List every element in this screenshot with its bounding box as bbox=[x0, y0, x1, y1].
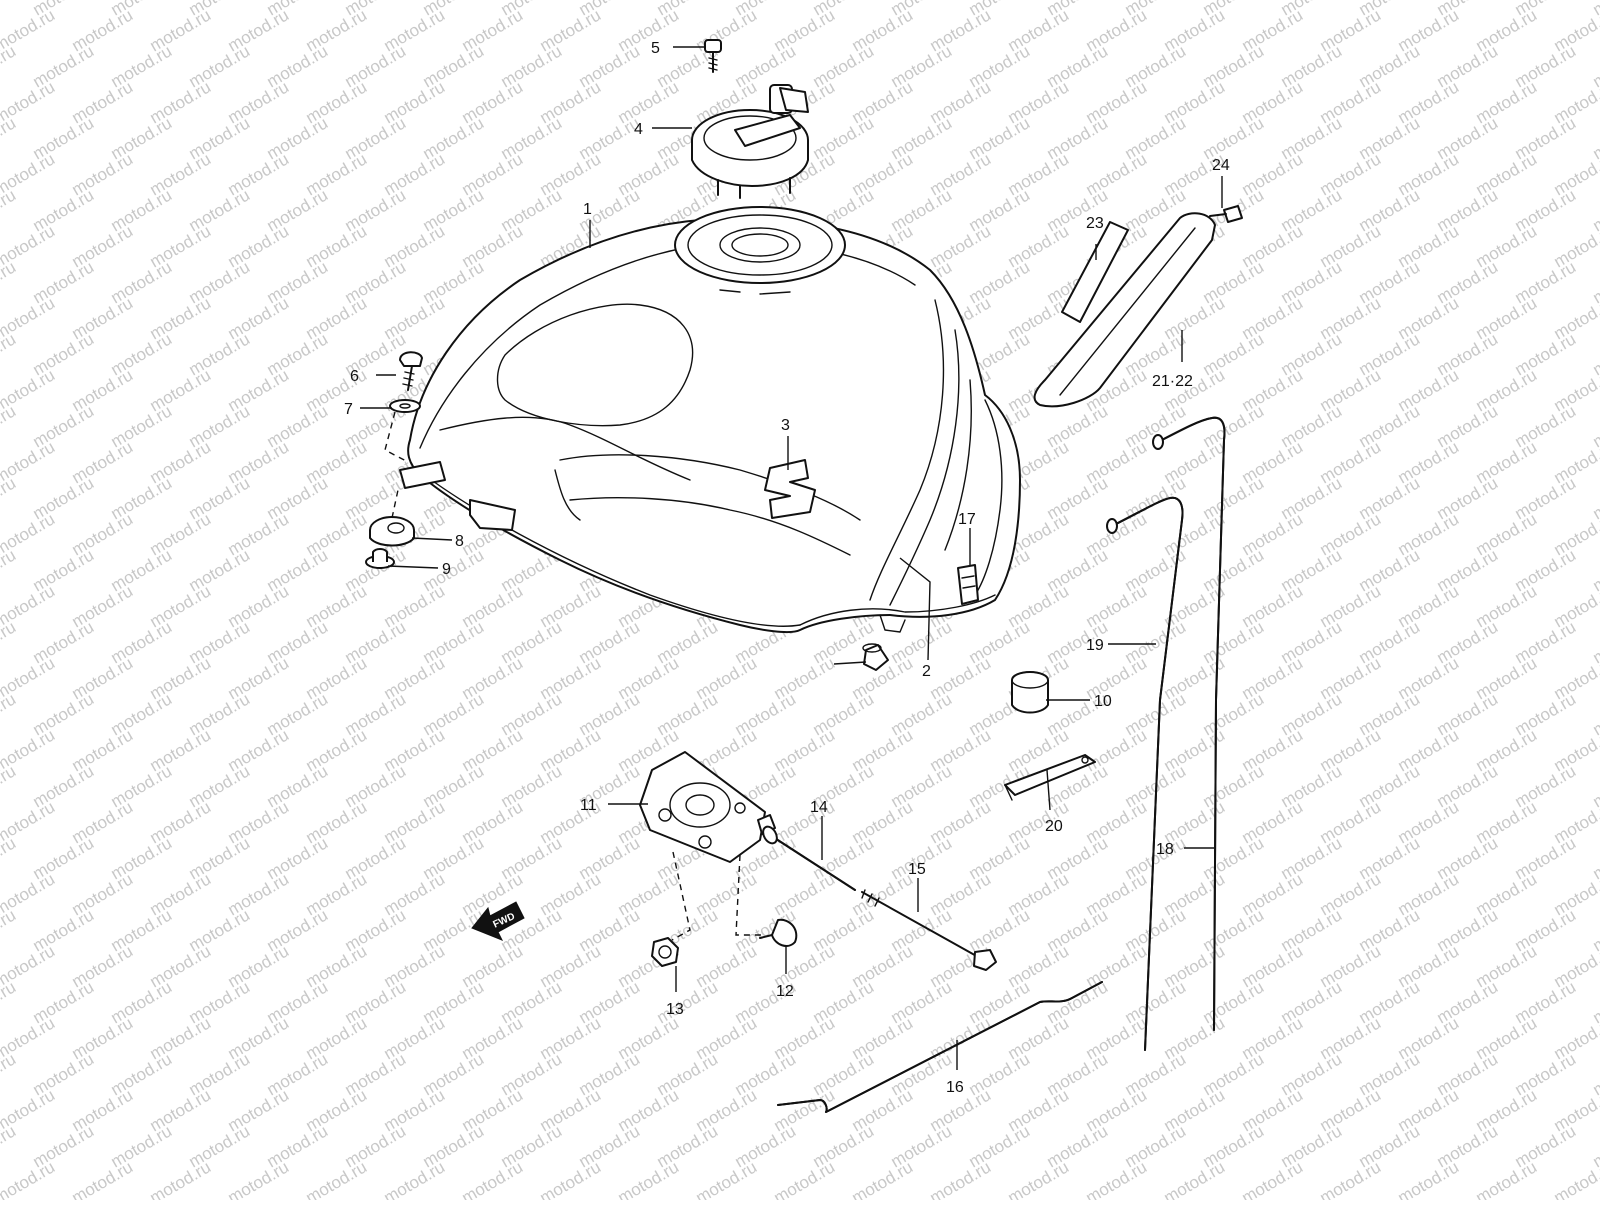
callout-16[interactable]: 16 bbox=[946, 1079, 964, 1096]
watermark-text: motod.ru bbox=[693, 1157, 761, 1200]
callout-15[interactable]: 15 bbox=[908, 861, 926, 878]
watermark-text: motod.ru bbox=[0, 1121, 19, 1171]
callout-8[interactable]: 8 bbox=[455, 533, 464, 550]
watermark-text: motod.ru bbox=[0, 0, 19, 19]
watermark-text: motod.ru bbox=[1161, 1157, 1229, 1200]
callout-3[interactable]: 3 bbox=[781, 417, 790, 434]
fuel-tank-part-1[interactable] bbox=[400, 207, 1020, 632]
watermark-text: motod.ru bbox=[459, 1157, 527, 1200]
watermark-text: motod.ru bbox=[0, 401, 19, 451]
watermark-text: motod.ru bbox=[0, 113, 19, 163]
callout-17[interactable]: 17 bbox=[958, 511, 976, 528]
watermark-text: motod.ru bbox=[0, 1157, 58, 1200]
callout-4[interactable]: 4 bbox=[634, 121, 643, 138]
callout-19[interactable]: 19 bbox=[1086, 637, 1104, 654]
watermark-text: motod.ru bbox=[1551, 1157, 1600, 1200]
callout-23[interactable]: 23 bbox=[1086, 215, 1104, 232]
callout-20[interactable]: 20 bbox=[1045, 818, 1063, 835]
watermark-text: motod.ru bbox=[1317, 1157, 1385, 1200]
callout-18[interactable]: 18 bbox=[1156, 841, 1174, 858]
watermark-text: motod.ru bbox=[0, 761, 19, 811]
watermark-text: motod.ru bbox=[0, 905, 19, 955]
watermark-text: motod.ru bbox=[303, 1157, 371, 1200]
callout-1[interactable]: 1 bbox=[583, 201, 592, 218]
watermark-text: motod.ru bbox=[1239, 1157, 1307, 1200]
watermark-text: motod.ru bbox=[225, 1157, 293, 1200]
watermark-text: motod.ru bbox=[1473, 1157, 1541, 1200]
label-part-17[interactable] bbox=[958, 565, 978, 604]
callout-21-22[interactable]: 21·22 bbox=[1152, 373, 1193, 390]
pump-plate-part-11[interactable] bbox=[640, 752, 775, 862]
watermark-text: motod.ru bbox=[0, 1049, 19, 1099]
watermark-text: motod.ru bbox=[0, 41, 19, 91]
callout-10[interactable]: 10 bbox=[1094, 693, 1112, 710]
watermark-text: motod.ru bbox=[381, 1157, 449, 1200]
watermark-text: motod.ru bbox=[0, 545, 19, 595]
callout-9[interactable]: 9 bbox=[442, 561, 451, 578]
callout-12[interactable]: 12 bbox=[776, 983, 794, 1000]
cushion-part-10[interactable] bbox=[1012, 672, 1048, 713]
callout-24[interactable]: 24 bbox=[1212, 157, 1230, 174]
watermark-text: motod.ru bbox=[849, 1157, 917, 1200]
watermark-text: motod.ru bbox=[0, 833, 19, 883]
watermark-text: motod.ru bbox=[1395, 1157, 1463, 1200]
watermark-text: motod.ru bbox=[0, 185, 19, 235]
watermark-text: motod.ru bbox=[0, 473, 19, 523]
watermark-text: motod.ru bbox=[927, 1157, 995, 1200]
watermark-text: motod.ru bbox=[1083, 1157, 1151, 1200]
watermark-text: motod.ru bbox=[1005, 1157, 1073, 1200]
watermark-text: motod.ru bbox=[537, 1157, 605, 1200]
watermark-text: motod.ru bbox=[615, 1157, 683, 1200]
grommet-part-8[interactable] bbox=[370, 517, 414, 546]
watermark-text: motod.ru bbox=[0, 977, 19, 1027]
watermark-text: motod.ru bbox=[69, 1157, 137, 1200]
callout-7[interactable]: 7 bbox=[344, 401, 353, 418]
watermark-text: motod.ru bbox=[771, 1157, 839, 1200]
washer-part-7[interactable] bbox=[390, 400, 420, 412]
callout-2[interactable]: 2 bbox=[922, 663, 931, 680]
callout-14[interactable]: 14 bbox=[810, 799, 828, 816]
watermark-text: motod.ru bbox=[0, 689, 19, 739]
watermark-text: motod.ru bbox=[147, 1157, 215, 1200]
callout-5[interactable]: 5 bbox=[651, 40, 660, 57]
watermark-text: motod.ru bbox=[0, 257, 19, 307]
callout-11[interactable]: 11 bbox=[580, 797, 597, 814]
watermark-text: motod.ru bbox=[0, 617, 19, 667]
callout-13[interactable]: 13 bbox=[666, 1001, 684, 1018]
callout-6[interactable]: 6 bbox=[350, 368, 359, 385]
watermark-text: motod.ru bbox=[0, 329, 19, 379]
